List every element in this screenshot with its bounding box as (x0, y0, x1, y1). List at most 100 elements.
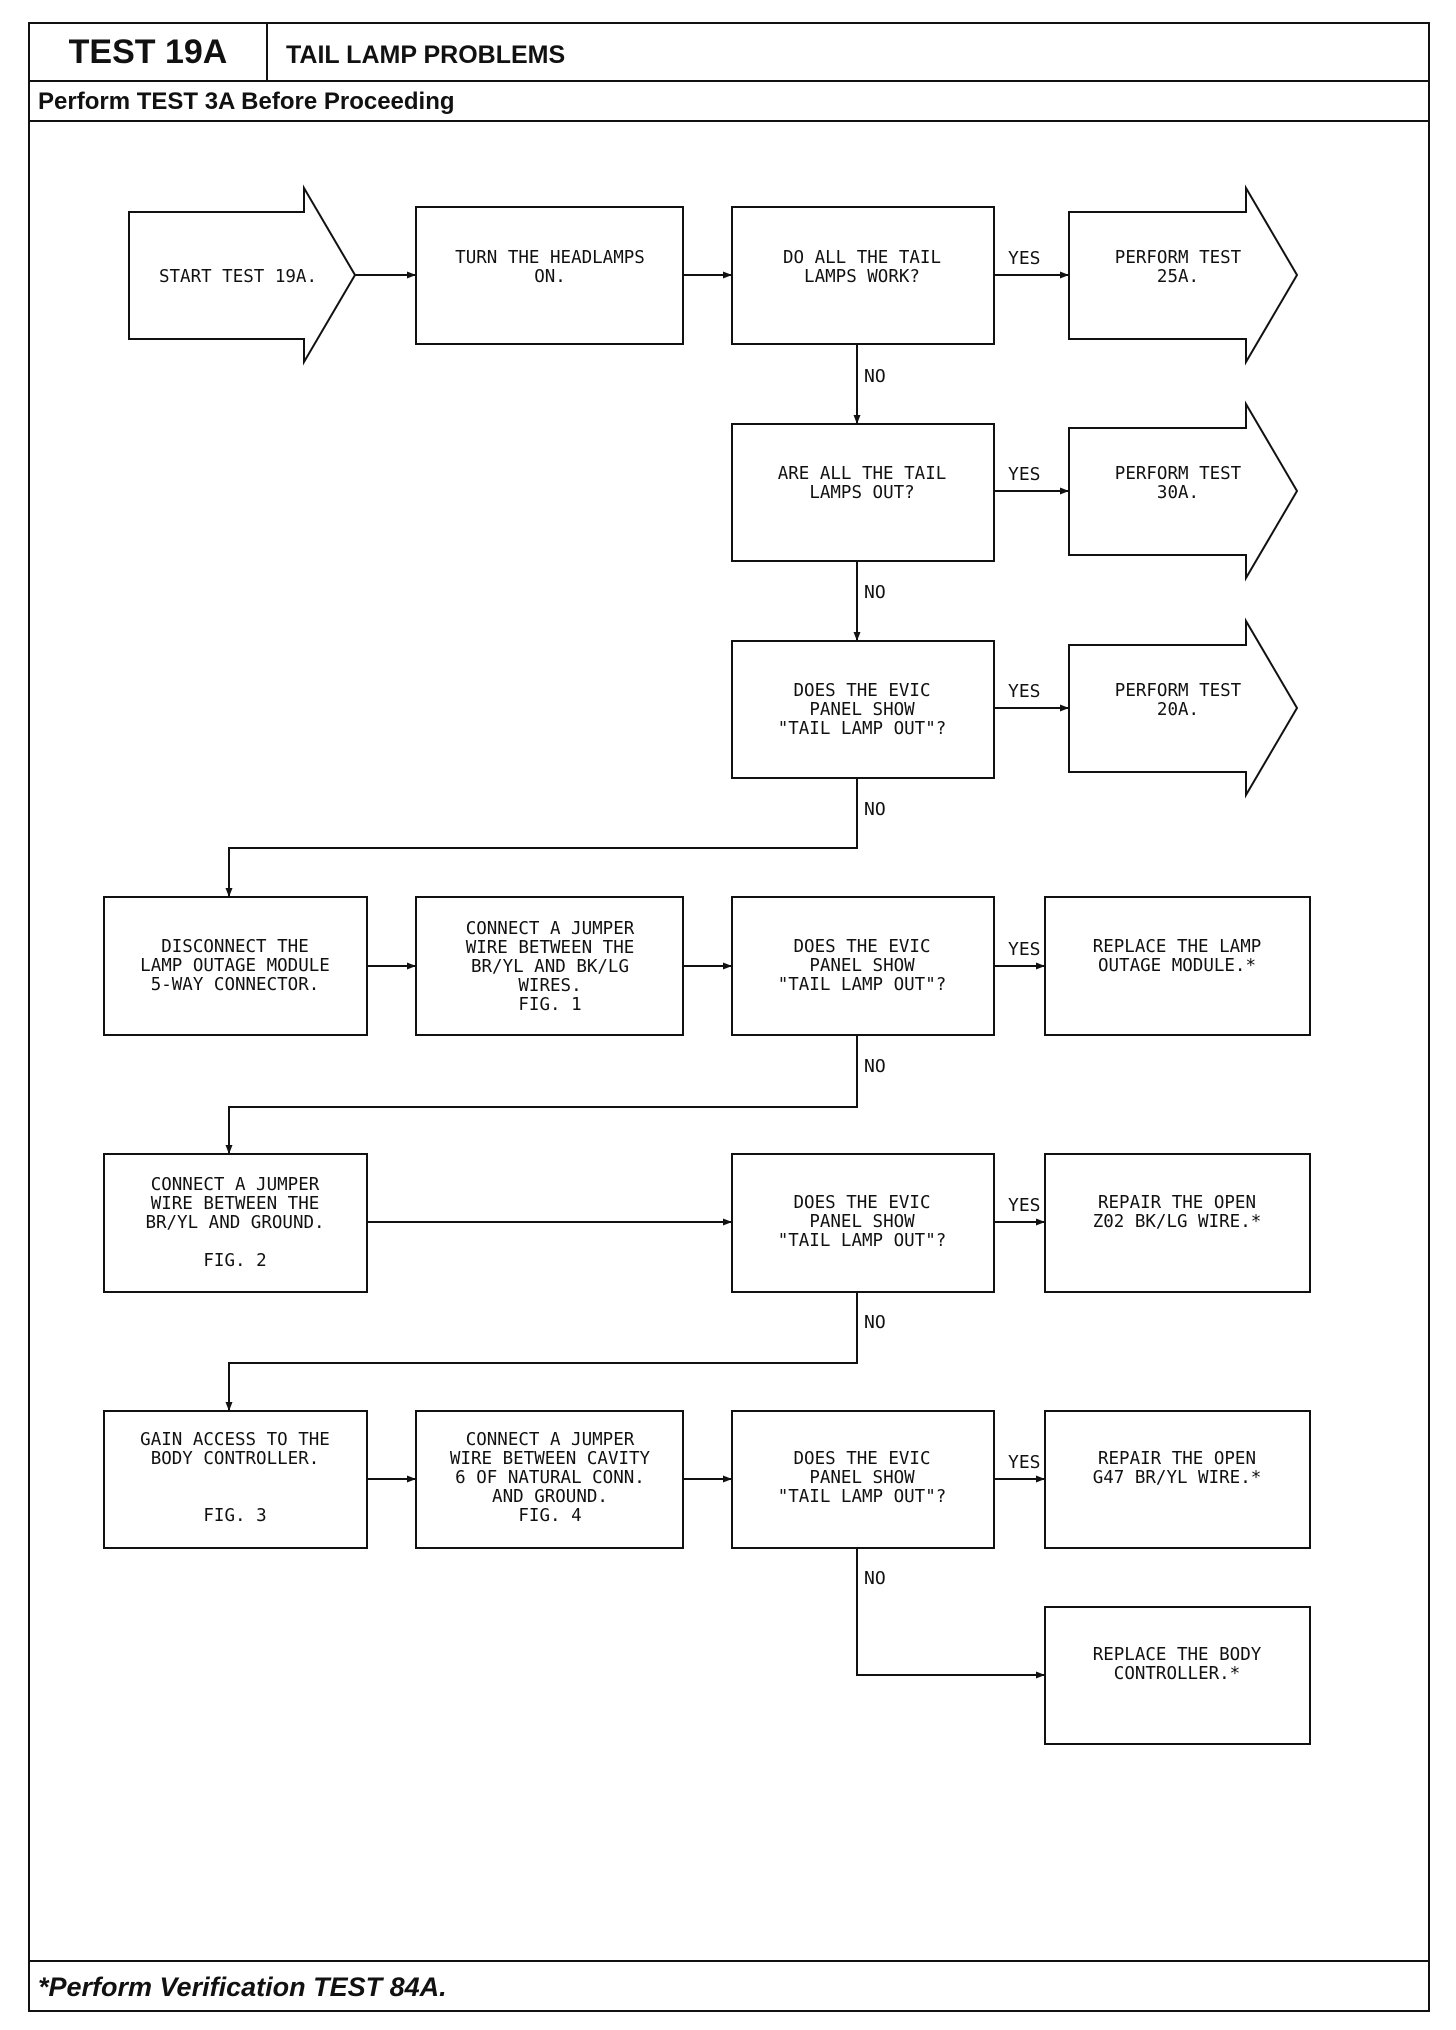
label-line: DO ALL THE TAIL (783, 248, 941, 268)
edge-q-evic-3-no (225, 1293, 858, 1411)
label-line: "TAIL LAMP OUT"? (778, 1231, 947, 1251)
label-line: PANEL SHOW (809, 956, 915, 976)
jumper-1-box (415, 896, 684, 1036)
q-evic-4-box (731, 1410, 995, 1549)
gain-access-box (103, 1410, 368, 1549)
label-line: "TAIL LAMP OUT"? (778, 1487, 947, 1507)
label-line: 5-WAY CONNECTOR. (151, 975, 320, 995)
q-evic-3-box (731, 1153, 995, 1293)
label-line: ARE ALL THE TAIL (778, 464, 947, 484)
q-all-out-box (731, 423, 995, 562)
label-line: FIG. 4 (518, 1506, 581, 1526)
label-line: WIRE BETWEEN THE (466, 938, 635, 958)
label-line: Z02 BK/LG WIRE.* (1093, 1212, 1262, 1232)
yes-label: YES (1008, 1195, 1041, 1216)
yes-label: YES (1008, 248, 1041, 269)
label-line: "TAIL LAMP OUT"? (778, 719, 947, 739)
start-arrow (128, 184, 357, 366)
label-line: GAIN ACCESS TO THE (140, 1430, 330, 1450)
label-line: PERFORM TEST (1115, 681, 1242, 701)
label-line: CONTROLLER.* (1114, 1664, 1240, 1684)
yes-label: YES (1008, 681, 1041, 702)
label-line: START TEST 19A. (159, 267, 317, 287)
connectors (225, 271, 1069, 1679)
label-line: TURN THE HEADLAMPS (455, 248, 645, 268)
label-line: PERFORM TEST (1115, 464, 1242, 484)
repair-g47-box (1044, 1410, 1311, 1549)
q-all-work-box (731, 206, 995, 345)
disconnect-box (103, 896, 368, 1036)
repair-z02-box (1044, 1153, 1311, 1293)
replace-controller-box (1044, 1606, 1311, 1745)
label-line: LAMP OUTAGE MODULE (140, 956, 330, 976)
no-label: NO (864, 1568, 886, 1589)
prerequisite-row: Perform TEST 3A Before Proceeding (30, 82, 1428, 122)
edge-q-evic-1-no (225, 778, 858, 897)
q-evic-2-box (731, 896, 995, 1036)
label-line: OUTAGE MODULE.* (1098, 956, 1256, 976)
label-line: 20A. (1157, 700, 1199, 720)
edge-labels: YES NO YES NO YES NO YES NO YES NO YES N… (864, 248, 1041, 1589)
footnote-text: *Perform Verification TEST 84A. (38, 1972, 447, 2002)
label-line: PANEL SHOW (809, 700, 915, 720)
label-line: BODY CONTROLLER. (151, 1449, 320, 1469)
nodes (103, 184, 1311, 1745)
label-line: REPLACE THE BODY (1093, 1645, 1262, 1665)
label-line: G47 BR/YL WIRE.* (1093, 1468, 1262, 1488)
test-sheet: TEST 19A TAIL LAMP PROBLEMS Perform TEST… (28, 22, 1430, 2012)
label-line: FIG. 2 (203, 1251, 266, 1271)
no-label: NO (864, 1312, 886, 1333)
label-line: 30A. (1157, 483, 1199, 503)
no-label: NO (864, 366, 886, 387)
label-line: ON. (534, 267, 566, 287)
label-line: PERFORM TEST (1115, 248, 1242, 268)
label-line: LAMPS WORK? (804, 267, 920, 287)
start-label: START TEST 19A. (159, 267, 317, 287)
label-line: DOES THE EVIC (794, 937, 931, 957)
no-label: NO (864, 1056, 886, 1077)
yes-label: YES (1008, 1452, 1041, 1473)
label-line: DOES THE EVIC (794, 1449, 931, 1469)
prerequisite-text: Perform TEST 3A Before Proceeding (38, 88, 455, 115)
test-id: TEST 19A (30, 24, 268, 80)
headlamps-on-box (415, 206, 684, 345)
yes-label: YES (1008, 939, 1041, 960)
jumper-3-box (415, 1410, 684, 1549)
label-line: PANEL SHOW (809, 1212, 915, 1232)
label-line: BR/YL AND BK/LG (471, 957, 629, 977)
q-evic-1-box (731, 640, 995, 779)
header-row: TEST 19A TAIL LAMP PROBLEMS (30, 24, 1428, 82)
label-line: WIRES. (518, 976, 581, 996)
label-line: DOES THE EVIC (794, 1193, 931, 1213)
replace-module-box (1044, 896, 1311, 1036)
no-label: NO (864, 582, 886, 603)
label-line: CONNECT A JUMPER (466, 919, 635, 939)
label-line: 25A. (1157, 267, 1199, 287)
label-line: LAMPS OUT? (809, 483, 914, 503)
label-line: DISCONNECT THE (161, 937, 309, 957)
footer-row: *Perform Verification TEST 84A. (30, 1960, 1428, 2010)
jumper-2-box (103, 1153, 368, 1293)
edge-q-evic-2-no (225, 1036, 858, 1154)
no-label: NO (864, 799, 886, 820)
label-line: AND GROUND. (492, 1487, 608, 1507)
label-line: REPAIR THE OPEN (1098, 1449, 1256, 1469)
label-line: PANEL SHOW (809, 1468, 915, 1488)
